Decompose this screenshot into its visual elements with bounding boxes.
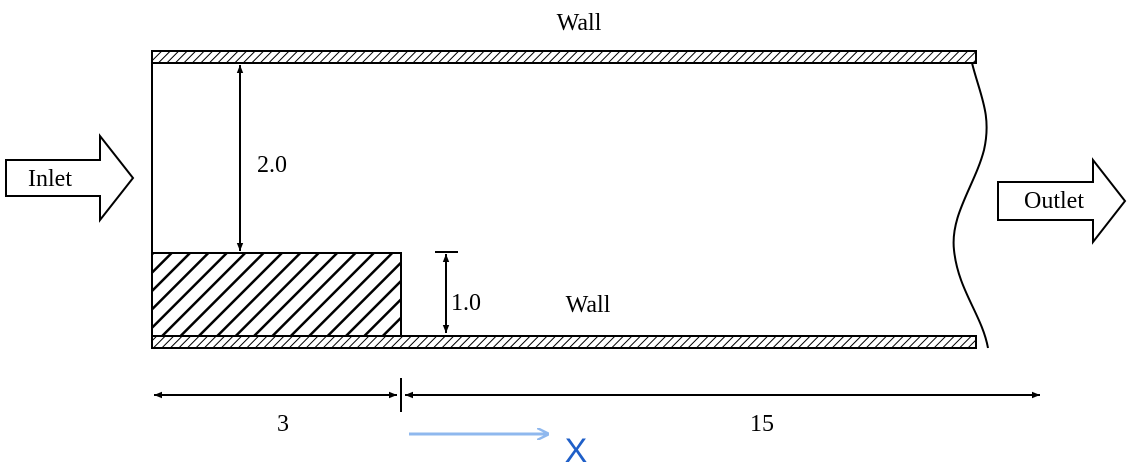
downstream-length-label: 15: [750, 411, 774, 437]
inlet-label: Inlet: [28, 166, 72, 192]
wall-bottom-label: Wall: [566, 292, 611, 318]
top-wall: [151, 50, 977, 64]
step-block: [151, 252, 402, 337]
wall-top-label: Wall: [557, 10, 602, 36]
channel-height-label: 2.0: [257, 152, 287, 178]
outlet-arrow: [997, 157, 1127, 245]
outlet-break-line: [952, 62, 989, 349]
bottom-wall: [151, 335, 977, 349]
outlet-label: Outlet: [1024, 188, 1084, 214]
step-height-label: 1.0: [451, 290, 481, 316]
step-length-label: 3: [277, 411, 289, 437]
x-axis-label: X: [565, 432, 588, 468]
inlet-arrow: [5, 133, 135, 223]
